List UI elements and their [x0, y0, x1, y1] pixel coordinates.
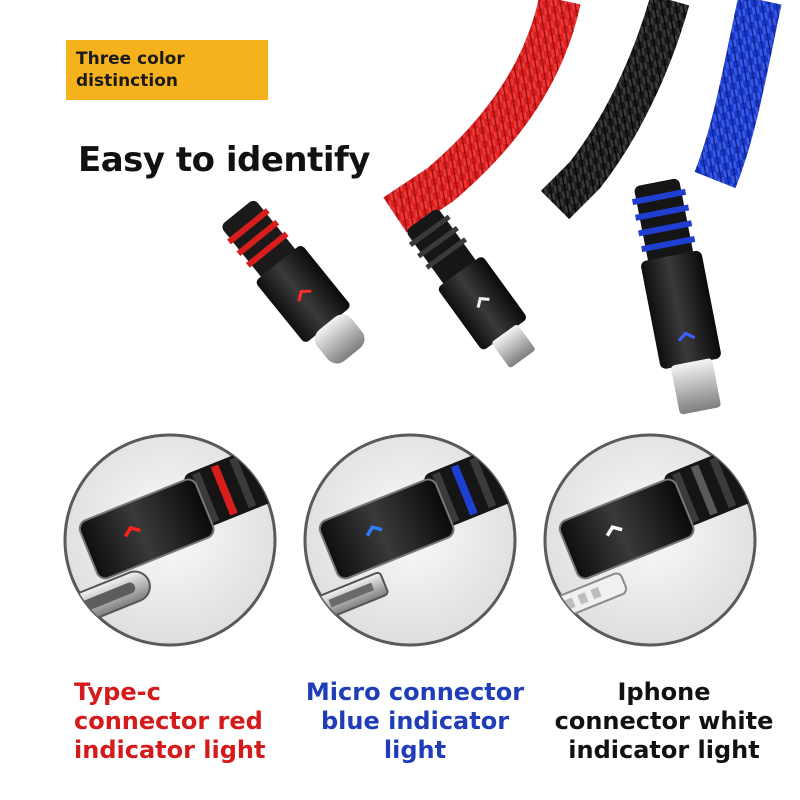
caption-iphone: Iphone connector white indicator light — [548, 678, 780, 765]
caption-type-c-line-1: Type-c — [74, 678, 161, 706]
headline: Easy to identify — [78, 140, 370, 180]
closeup-micro-usb — [303, 433, 517, 647]
caption-type-c-line-2: connector red — [74, 707, 263, 735]
caption-micro: Micro connector blue indicator light — [300, 678, 530, 765]
badge-line-1: Three color — [76, 49, 185, 69]
caption-type-c: Type-c connector red indicator light — [62, 678, 289, 765]
caption-iphone-line-3: indicator light — [568, 736, 760, 764]
caption-type-c-line-3: indicator light — [74, 736, 266, 764]
caption-micro-line-1: Micro connector — [305, 678, 525, 706]
blue-cable — [631, 0, 782, 415]
caption-iphone-line-2: connector white — [554, 707, 774, 735]
badge-line-2: distinction — [76, 71, 178, 91]
caption-micro-line-2: blue indicator — [320, 707, 510, 735]
black-cable — [407, 0, 690, 368]
caption-micro-line-3: light — [383, 736, 447, 764]
red-cable — [222, 0, 581, 364]
closeup-type-c — [63, 433, 277, 647]
badge: Three color distinction — [66, 40, 268, 100]
closeup-lightning — [543, 433, 757, 647]
caption-iphone-line-1: Iphone — [617, 678, 711, 706]
